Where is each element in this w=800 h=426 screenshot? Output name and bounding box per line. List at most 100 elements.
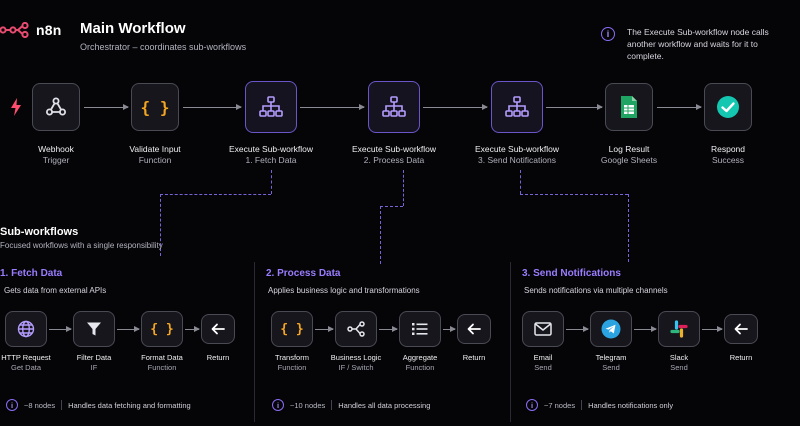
- transform-node[interactable]: { }: [271, 311, 313, 347]
- info-icon: i: [601, 27, 615, 41]
- braces-icon: { }: [150, 321, 174, 337]
- info-icon: i: [272, 399, 284, 411]
- subworkflow-link: [160, 194, 161, 256]
- subworkflow-link: [271, 170, 272, 194]
- braces-icon: { }: [140, 97, 170, 117]
- execute-subworkflow-notify-node[interactable]: [491, 81, 543, 133]
- separator: [581, 400, 583, 410]
- return-arrow-icon: [734, 323, 748, 335]
- page-title: Main Workflow: [80, 20, 186, 37]
- fetch-data-title: 1. Fetch Data: [0, 268, 63, 279]
- mail-icon: [534, 322, 552, 336]
- sheets-icon: [621, 96, 637, 118]
- subworkflow-link: [628, 194, 629, 262]
- send-notifications-title: 3. Send Notifications: [522, 268, 621, 279]
- connector-arrow: [379, 326, 398, 332]
- subworkflow-link: [160, 194, 271, 195]
- connector-arrow: [315, 326, 334, 332]
- connector-arrow: [84, 104, 129, 110]
- check-icon: [717, 96, 739, 118]
- connector-arrow: [443, 326, 456, 332]
- subworkflow-link: [520, 170, 521, 194]
- process-data-footer: i ~10 nodes Handles all data processing: [272, 399, 430, 411]
- send-notifications-footer: i ~7 nodes Handles notifications only: [526, 399, 673, 411]
- return-label: Return: [206, 353, 230, 362]
- subworkflow-link: [403, 170, 404, 206]
- telegram-node[interactable]: [590, 311, 632, 347]
- subworkflow-link: [380, 206, 381, 264]
- sitemap-icon: [382, 96, 406, 117]
- send-notifications-subtitle: Sends notifications via multiple channel…: [524, 286, 668, 295]
- trigger-bolt-icon: [11, 98, 21, 116]
- connector-arrow: [566, 326, 589, 332]
- page-subtitle: Orchestrator – coordinates sub-workflows: [80, 42, 247, 52]
- connector-arrow: [546, 104, 603, 110]
- return-node[interactable]: [201, 314, 235, 344]
- respond-node[interactable]: [704, 83, 752, 131]
- execute-subworkflow-fetch-node[interactable]: [245, 81, 297, 133]
- log-result-node[interactable]: [605, 83, 653, 131]
- subworkflows-subtitle: Focused workflows with a single responsi…: [0, 241, 163, 250]
- subworkflow-link: [380, 206, 403, 207]
- connector-arrow: [702, 326, 723, 332]
- node-count: ~7 nodes: [544, 400, 576, 410]
- connector-arrow: [634, 326, 657, 332]
- separator: [61, 400, 63, 410]
- info-icon: i: [526, 399, 538, 411]
- filter-data-node[interactable]: [73, 311, 115, 347]
- column-divider: [254, 262, 255, 422]
- fetch-data-subtitle: Gets data from external APIs: [4, 286, 107, 295]
- connector-arrow: [183, 104, 242, 110]
- business-logic-node[interactable]: [335, 311, 377, 347]
- execute-subworkflow-process-node[interactable]: [368, 81, 420, 133]
- footer-desc: Handles notifications only: [588, 400, 674, 410]
- return-node[interactable]: [724, 314, 758, 344]
- sitemap-icon: [505, 96, 529, 117]
- branch-icon: [347, 321, 365, 337]
- info-icon: i: [6, 399, 18, 411]
- fetch-data-footer: i ~8 nodes Handles data fetching and for…: [6, 399, 191, 411]
- n8n-logo-icon: [0, 22, 29, 38]
- sitemap-icon: [259, 96, 283, 117]
- connector-arrow: [49, 326, 72, 332]
- aggregate-node[interactable]: [399, 311, 441, 347]
- column-divider: [510, 262, 511, 422]
- slack-node[interactable]: [658, 311, 700, 347]
- node-count: ~8 nodes: [24, 400, 56, 410]
- globe-icon: [17, 320, 35, 338]
- brand-name: n8n: [36, 22, 62, 38]
- info-note: The Execute Sub-workflow node calls anot…: [627, 27, 769, 61]
- n8n-logo: n8n: [0, 22, 62, 38]
- format-data-node[interactable]: { }: [141, 311, 183, 347]
- subworkflows-title: Sub-workflows: [0, 226, 79, 238]
- braces-icon: { }: [280, 321, 304, 337]
- return-label: Return: [729, 353, 753, 362]
- filter-icon: [87, 322, 101, 336]
- return-node[interactable]: [457, 314, 491, 344]
- webhook-icon: [46, 97, 66, 116]
- validate-input-node[interactable]: { }: [131, 83, 179, 131]
- webhook-node[interactable]: [32, 83, 80, 131]
- process-data-subtitle: Applies business logic and transformatio…: [268, 286, 420, 295]
- process-data-title: 2. Process Data: [266, 268, 341, 279]
- return-label: Return: [462, 353, 486, 362]
- footer-desc: Handles data fetching and formatting: [68, 400, 191, 410]
- slack-icon: [670, 320, 688, 338]
- separator: [331, 400, 333, 410]
- http-request-node[interactable]: [5, 311, 47, 347]
- list-icon: [412, 323, 428, 335]
- email-node[interactable]: [522, 311, 564, 347]
